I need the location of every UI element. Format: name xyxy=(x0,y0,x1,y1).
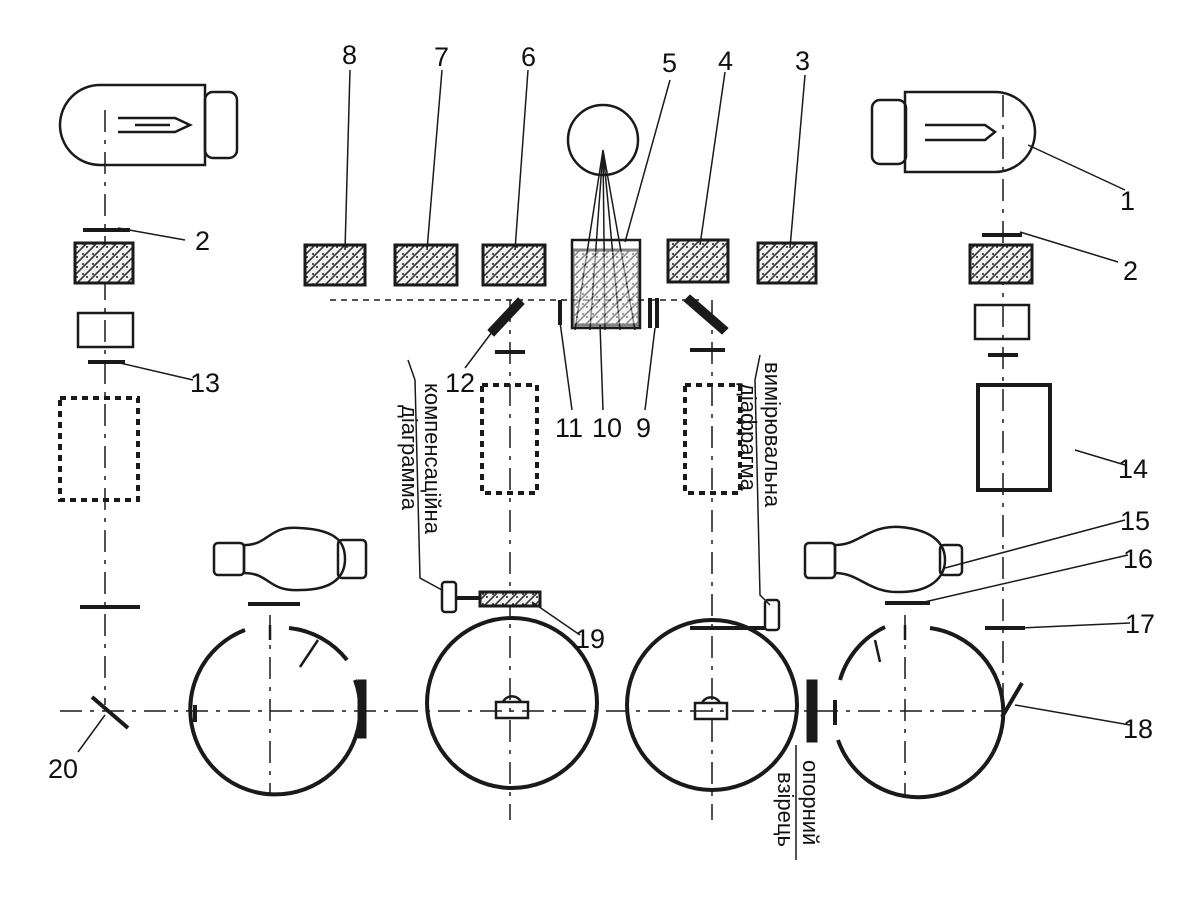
caption-measuring-diaphragm: вимірювальна діафрагма xyxy=(736,362,785,508)
measuring-diaphragm xyxy=(763,598,781,632)
label-7: 7 xyxy=(434,42,449,72)
leader-lines xyxy=(77,69,1131,860)
sample-port-1 xyxy=(357,679,367,739)
right-column-optics xyxy=(968,233,1052,719)
compensation-diaphragm xyxy=(440,580,458,614)
left-column-optics xyxy=(58,228,140,730)
filter-4 xyxy=(666,238,730,284)
label-2-left: 2 xyxy=(195,226,210,256)
label-11: 11 xyxy=(555,413,583,443)
caption-measuring-line2: діафрагма xyxy=(736,383,761,492)
label-12: 12 xyxy=(445,368,475,398)
label-4: 4 xyxy=(718,46,733,76)
central-source-5 xyxy=(558,103,659,331)
sphere-3 xyxy=(625,598,799,792)
cuvette-left xyxy=(58,396,140,502)
filter-row xyxy=(303,238,818,287)
filter-3 xyxy=(756,241,818,285)
sphere-2 xyxy=(425,580,599,790)
label-6: 6 xyxy=(521,42,536,72)
label-13: 13 xyxy=(190,368,220,398)
label-9: 9 xyxy=(636,413,651,443)
sphere-4 xyxy=(833,625,1006,800)
caption-compensation-line1: компенсаційна xyxy=(420,383,445,535)
caption-reference-line1: опорний xyxy=(798,760,823,845)
cuvette-compensation xyxy=(480,383,539,495)
caption-reference-line2: взірець xyxy=(773,772,798,847)
label-18: 18 xyxy=(1123,714,1153,744)
reference-sample xyxy=(806,679,818,743)
lower-lamp-right xyxy=(803,525,964,605)
sphere-1 xyxy=(188,625,367,797)
mirror-18 xyxy=(1000,681,1024,719)
integrating-spheres xyxy=(188,580,1006,800)
lamp-left-top xyxy=(58,83,239,167)
lower-lamp-left xyxy=(212,526,368,606)
label-16: 16 xyxy=(1123,544,1153,574)
label-17: 17 xyxy=(1125,609,1155,639)
optical-axes xyxy=(60,95,1010,820)
label-20: 20 xyxy=(48,754,78,784)
prism-elements xyxy=(487,294,729,354)
label-19: 19 xyxy=(575,624,605,654)
caption-measuring-line1: вимірювальна xyxy=(760,362,785,508)
diaphragm-19 xyxy=(478,590,542,608)
filter-left-upper xyxy=(73,241,135,285)
filter-6 xyxy=(481,243,547,287)
filter-right-upper xyxy=(968,243,1034,285)
prism-right xyxy=(683,294,729,335)
label-14: 14 xyxy=(1118,454,1148,484)
cuvette-14 xyxy=(976,383,1052,492)
reference-standard xyxy=(806,679,818,743)
label-3: 3 xyxy=(795,46,810,76)
label-2-right: 2 xyxy=(1123,256,1138,286)
filter-7 xyxy=(393,243,459,287)
label-5: 5 xyxy=(662,48,677,78)
label-1: 1 xyxy=(1120,186,1135,216)
label-15: 15 xyxy=(1120,506,1150,536)
central-cuvettes xyxy=(480,383,742,495)
caption-compensation-diaphragm: компенсаційна діаграмма xyxy=(397,383,445,535)
cuvette-measuring xyxy=(683,383,742,495)
lens-block-left xyxy=(76,311,135,349)
caption-reference-standard: опорний взірець xyxy=(773,760,823,847)
label-8: 8 xyxy=(342,40,357,70)
lamp-right-top xyxy=(870,90,1037,174)
mirror-20 xyxy=(90,695,130,730)
number-labels: 1 2 2 3 4 5 6 7 8 9 10 11 12 13 14 15 16… xyxy=(48,40,1155,784)
filter-8 xyxy=(303,243,367,287)
label-10: 10 xyxy=(592,413,622,443)
lens-block-right xyxy=(973,303,1031,341)
prism-12 xyxy=(487,297,525,337)
caption-compensation-line2: діаграмма xyxy=(397,405,422,511)
